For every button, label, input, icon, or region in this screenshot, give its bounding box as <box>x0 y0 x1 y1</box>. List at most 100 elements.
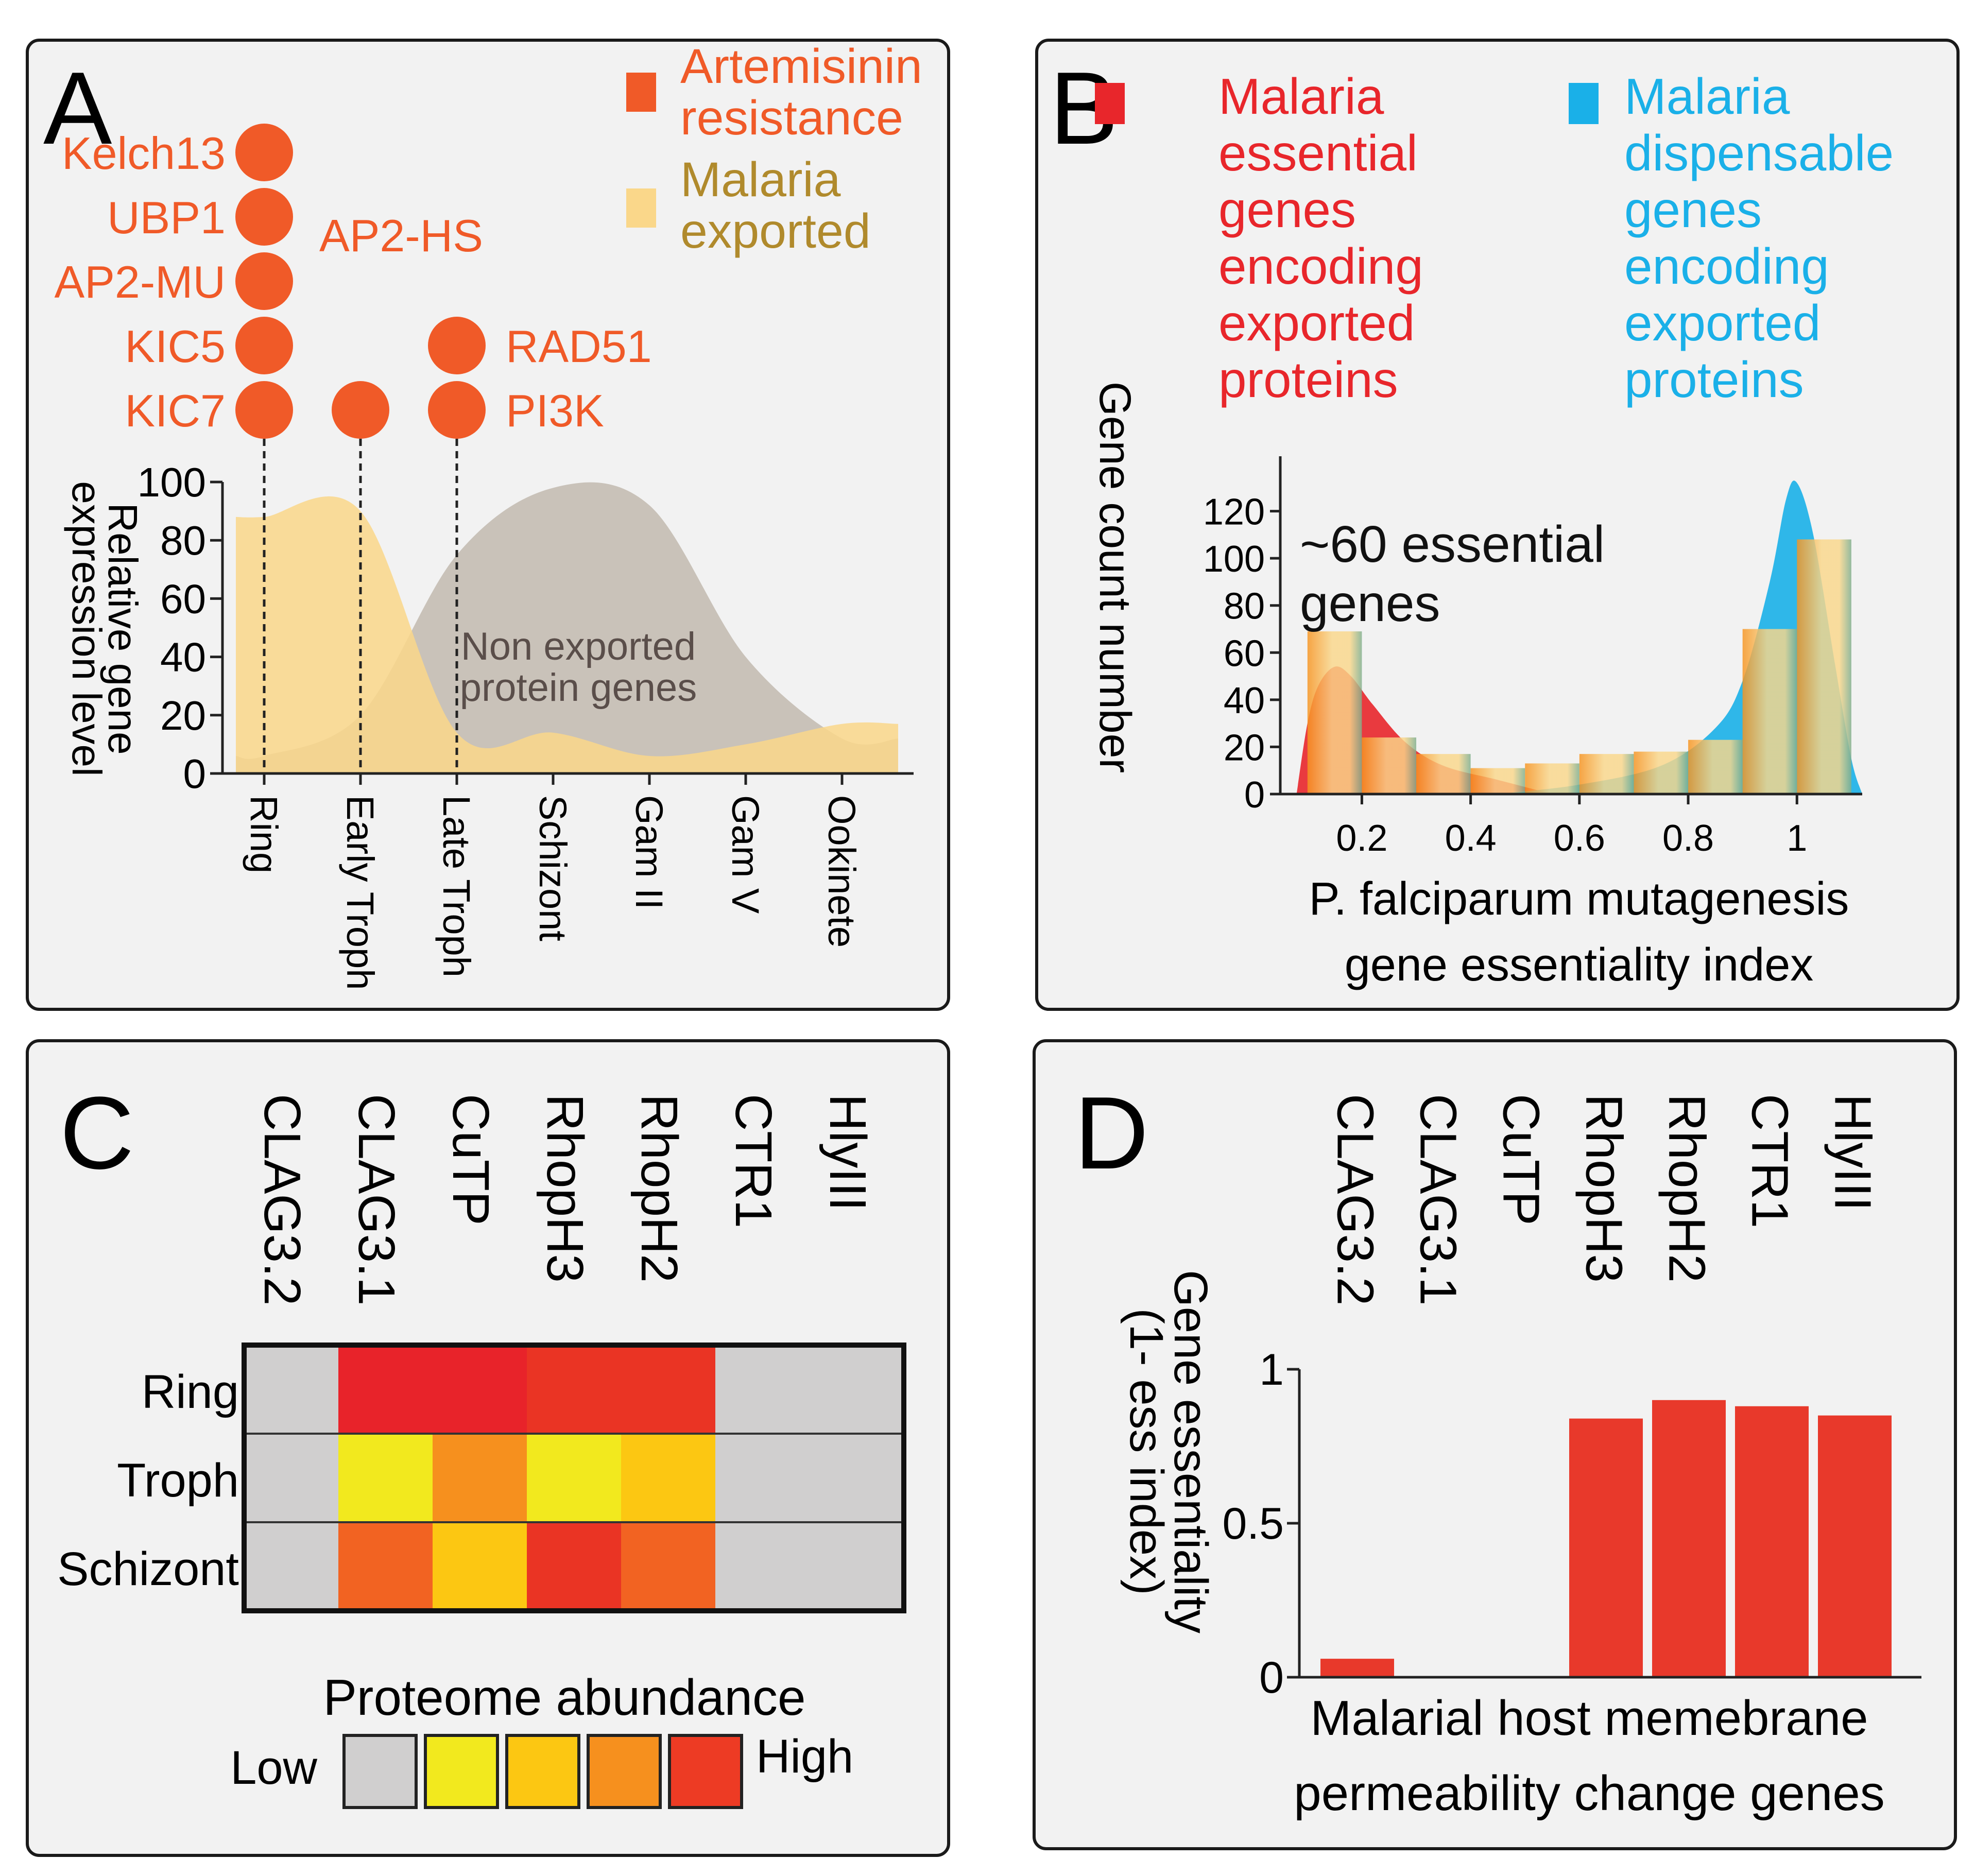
heatmap-cell <box>810 1522 904 1611</box>
legend-label: exported <box>680 204 871 259</box>
legend-high-label: High <box>756 1730 853 1783</box>
gene-label: KIC5 <box>125 321 226 372</box>
y-tick-label: 60 <box>1224 633 1265 674</box>
legend-swatch <box>626 188 656 228</box>
histogram-bar <box>1797 539 1851 794</box>
x-tick-label: Gam V <box>724 795 767 914</box>
x-axis-label: P. falciparum mutagenesis <box>1309 873 1849 925</box>
x-tick-label: Ring <box>243 795 285 873</box>
legend-label: Malaria <box>680 152 841 207</box>
heatmap-cell <box>433 1434 527 1522</box>
column-label: CLAG3.1 <box>1410 1094 1467 1305</box>
gene-label: KIC7 <box>125 385 226 436</box>
legend-swatch <box>626 73 656 112</box>
gene-label: PI3K <box>506 385 604 436</box>
y-tick-label: 40 <box>1224 680 1265 721</box>
legend-low-label: Low <box>230 1742 317 1794</box>
legend-swatch <box>505 1734 580 1809</box>
column-label: RhopH3 <box>536 1094 594 1283</box>
legend-label: genes <box>1624 181 1762 238</box>
x-tick-label: 0.8 <box>1662 818 1714 859</box>
x-tick-label: 1 <box>1787 818 1807 859</box>
x-axis-label: gene essentiality index <box>1345 939 1814 991</box>
y-axis-label: Gene essentiality <box>1164 1270 1217 1633</box>
gene-point-kic7 <box>235 381 293 439</box>
y-axis-label: (1- ess index) <box>1120 1308 1173 1595</box>
x-axis-label: permeability change genes <box>1294 1766 1884 1821</box>
area-annotation: protein genes <box>460 666 697 710</box>
heatmap-cell <box>433 1345 527 1434</box>
bar-ctr1 <box>1735 1406 1809 1677</box>
legend-swatch <box>424 1734 499 1809</box>
column-label: RhopH3 <box>1575 1094 1633 1283</box>
bar-rhoph3 <box>1569 1418 1643 1677</box>
x-tick-label: Late Troph <box>435 795 478 977</box>
heatmap-cell <box>338 1345 433 1434</box>
legend-swatch <box>587 1734 662 1809</box>
gene-point-kelch13 <box>235 124 293 181</box>
legend-label: encoding <box>1624 238 1829 295</box>
gene-label: AP2-HS <box>319 210 483 261</box>
heatmap-cell <box>715 1345 810 1434</box>
annotation: ~60 essential <box>1300 515 1605 573</box>
panel-letter: D <box>1074 1076 1148 1191</box>
row-label: Troph <box>117 1454 239 1507</box>
heatmap-cell <box>621 1522 715 1611</box>
legend-label: resistance <box>680 91 903 145</box>
annotation: genes <box>1300 575 1440 632</box>
column-label: CLAG3.2 <box>1327 1094 1384 1305</box>
heatmap-cell <box>527 1345 621 1434</box>
row-label: Ring <box>142 1366 239 1418</box>
y-tick-label: 80 <box>1224 586 1265 627</box>
y-tick-label: 0.5 <box>1222 1499 1284 1548</box>
y-axis-label: expression level <box>64 481 110 777</box>
heatmap-cell <box>810 1345 904 1434</box>
y-axis-label: Gene count number <box>1090 382 1140 773</box>
x-tick-label: Ookinete <box>820 795 863 948</box>
column-label: CuTP <box>1492 1094 1550 1226</box>
heatmap-cell <box>244 1345 338 1434</box>
y-tick-label: 20 <box>1224 727 1265 768</box>
y-tick-label: 120 <box>1203 492 1265 533</box>
x-tick-label: Gam II <box>628 795 671 909</box>
heatmap-cell <box>715 1522 810 1611</box>
legend-swatch <box>342 1734 418 1809</box>
legend-label: exported <box>1624 295 1821 351</box>
bar-clag3-2 <box>1320 1659 1394 1677</box>
heatmap-cell <box>527 1522 621 1611</box>
legend-label: Malaria <box>1218 68 1384 125</box>
legend-label: genes <box>1218 181 1356 238</box>
y-tick-label: 100 <box>1203 539 1265 580</box>
gene-point-ap2-hs <box>332 381 389 439</box>
y-tick-label: 40 <box>160 634 206 680</box>
y-tick-label: 0 <box>1244 775 1265 816</box>
y-tick-label: 80 <box>160 518 206 563</box>
histogram-bar <box>1742 629 1797 794</box>
x-tick-label: 0.4 <box>1445 818 1497 859</box>
heatmap-cell <box>338 1434 433 1522</box>
legend-title: Proteome abundance <box>323 1669 805 1726</box>
heatmap-cell <box>338 1522 433 1611</box>
histogram-bar <box>1362 737 1417 794</box>
legend-label: dispensable <box>1624 125 1894 181</box>
histogram-bar <box>1525 763 1579 794</box>
y-axis-label: Relative gene <box>100 503 146 754</box>
gene-point-ap2-mu <box>235 252 293 310</box>
histogram-bar <box>1416 754 1471 794</box>
histogram-bar <box>1688 739 1743 794</box>
legend-label: exported <box>1218 295 1415 351</box>
heatmap-cell <box>621 1345 715 1434</box>
bar-rhoph2 <box>1652 1400 1726 1677</box>
gene-point-rad51 <box>428 317 486 374</box>
column-label: CLAG3.1 <box>348 1094 405 1305</box>
legend-swatch <box>1095 83 1125 124</box>
gene-point-pi3k <box>428 381 486 439</box>
y-tick-label: 0 <box>183 751 207 797</box>
column-label: CuTP <box>442 1094 500 1226</box>
x-axis-label: Malarial host memebrane <box>1310 1691 1868 1746</box>
